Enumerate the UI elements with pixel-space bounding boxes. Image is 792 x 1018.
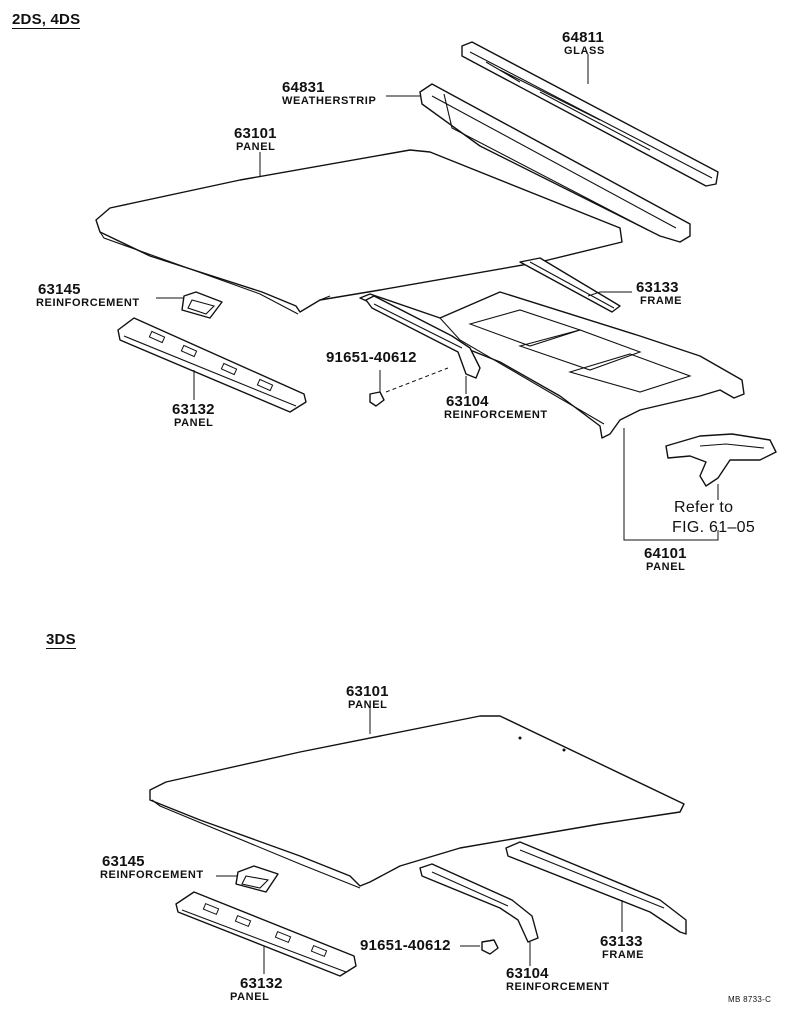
lower-reinf-small-name: REINFORCEMENT — [100, 869, 204, 881]
section-title-2ds-4ds: 2DS, 4DS — [12, 11, 81, 29]
lower-front-panel-name: PANEL — [230, 991, 270, 1003]
lower-bolt-number: 91651-40612 — [360, 937, 451, 954]
small-reinforcement-part — [181, 291, 223, 319]
bolt-part — [369, 391, 385, 407]
figure-code: MB 8733-C — [728, 995, 772, 1004]
lower-panel-number: 63101 — [346, 683, 389, 700]
leader-lines-upper — [156, 54, 719, 541]
reinf-small-name: REINFORCEMENT — [36, 297, 140, 309]
bolt-number: 91651-40612 — [326, 349, 417, 366]
lower-panel-name: PANEL — [348, 699, 388, 711]
front-panel-part — [117, 317, 307, 413]
lower-reinf-small-number: 63145 — [102, 853, 145, 870]
reinf-number: 63104 — [446, 393, 489, 410]
glass-part — [461, 41, 719, 187]
weatherstrip-part — [419, 83, 691, 243]
roof-panel-lower-part — [149, 715, 685, 889]
reinforcement-lower-part — [419, 863, 539, 943]
lower-frame-number: 63133 — [600, 933, 643, 950]
small-reinforcement-lower-part — [235, 865, 279, 893]
refer-line-2: FIG. 61–05 — [672, 519, 756, 536]
section-title-3ds: 3DS — [46, 631, 76, 649]
sunroof-panel-name: PANEL — [646, 561, 686, 573]
glass-number: 64811 — [562, 29, 604, 46]
refer-line-1: Refer to — [674, 499, 734, 516]
frame-number: 63133 — [636, 279, 679, 296]
frame-name: FRAME — [640, 295, 683, 307]
hinge-part — [665, 433, 777, 487]
reinforcement-part — [365, 295, 481, 379]
panel-name: PANEL — [236, 141, 276, 153]
panel-number: 63101 — [234, 125, 277, 142]
front-panel-name: PANEL — [174, 417, 214, 429]
roof-panel-part — [95, 149, 623, 315]
lower-front-panel-number: 63132 — [240, 975, 283, 992]
frame-part — [519, 257, 621, 313]
front-panel-number: 63132 — [172, 401, 215, 418]
leader-lines-lower — [216, 708, 623, 974]
front-panel-lower-part — [175, 891, 357, 977]
lower-reinf-number: 63104 — [506, 965, 549, 982]
bolt-lower-part — [481, 939, 499, 955]
frame-lower-part — [505, 841, 687, 935]
sunroof-panel-number: 64101 — [644, 545, 687, 562]
glass-name: GLASS — [564, 45, 605, 57]
reinf-small-number: 63145 — [38, 281, 81, 298]
weatherstrip-number: 64831 — [282, 79, 325, 96]
weatherstrip-name: WEATHERSTRIP — [282, 95, 377, 107]
reinf-name: REINFORCEMENT — [444, 409, 548, 421]
lower-reinf-name: REINFORCEMENT — [506, 981, 610, 993]
sunroof-panel-part — [359, 291, 745, 439]
lower-frame-name: FRAME — [602, 949, 645, 961]
